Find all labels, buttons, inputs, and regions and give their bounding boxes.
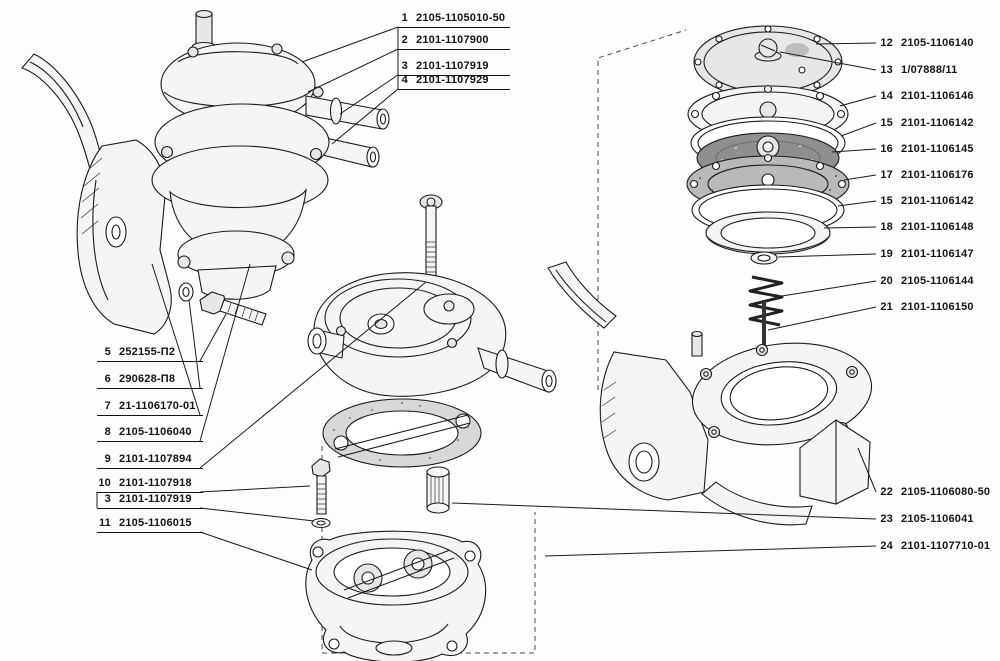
callout-item-16: 16 2101-1106145 [878, 143, 974, 156]
callout-item-23: 23 2105-1106041 [878, 513, 974, 526]
part-number: 2101-1106150 [901, 301, 974, 313]
callout-item-5: 5 252155-П2 [97, 346, 203, 362]
part-number: 2101-1106145 [901, 143, 974, 155]
part-number: 290628-П8 [119, 373, 176, 385]
callout-number: 8 [104, 426, 111, 438]
part-number: 1/07888/11 [901, 64, 958, 76]
upper-body-drawing [307, 194, 557, 397]
callout-number: 11 [98, 517, 111, 529]
callout-number: 4 [401, 74, 408, 86]
callout-number: 22 [880, 486, 893, 498]
callout-item-4: 4 2101-1107929 [398, 74, 510, 90]
part-number: 2105-1106140 [901, 37, 974, 49]
washer-drawing [178, 282, 194, 302]
callout-item-13: 13 1/07888/11 [878, 64, 957, 77]
part-number: 2105-1106080-50 [901, 486, 991, 498]
diaphragm-stack-drawing [686, 25, 850, 362]
part-number: 2101-1106147 [901, 248, 974, 260]
callout-item-8: 8 2105-1106040 [97, 426, 203, 442]
part-number: 2101-1107894 [119, 453, 192, 465]
callout-number: 13 [880, 64, 893, 76]
callout-item-12: 12 2105-1106140 [878, 37, 974, 50]
bolt-drawing [199, 291, 267, 326]
gasket-texture [333, 402, 469, 461]
callout-item-14: 14 2101-1106146 [878, 90, 974, 103]
callout-item-19: 19 2101-1106147 [878, 248, 974, 261]
callout-number: 12 [880, 37, 893, 49]
part-number: 2101-1107710-01 [901, 540, 991, 552]
part-number: 2101-1107919 [416, 60, 489, 72]
part-number: 2101-1106148 [901, 221, 974, 233]
callout-item-7: 7 21-1106170-01 [97, 400, 203, 416]
callout-number: 7 [104, 400, 111, 412]
leader-lines [96, 26, 877, 571]
callout-item-22: 22 2105-1106080-50 [878, 486, 990, 499]
part-number: 2101-1107919 [119, 493, 192, 505]
part-number: 2101-1107900 [416, 34, 489, 46]
callout-item-21: 21 2101-1106150 [878, 301, 974, 314]
part-number: 2105-1106040 [119, 426, 192, 438]
lower-housing-assembly-drawing [547, 261, 873, 526]
callout-number: 3 [104, 493, 111, 505]
callout-item-18: 18 2101-1106148 [878, 221, 974, 234]
callout-item-11: 11 2105-1106015 [97, 517, 203, 533]
part-number: 2105-1106144 [901, 275, 974, 287]
callout-number: 18 [880, 221, 893, 233]
callout-number: 1 [401, 12, 408, 24]
valve-fitting-drawing [426, 466, 450, 514]
part-number: 2101-1107929 [416, 74, 489, 86]
gasket-drawing [322, 398, 482, 468]
callout-number: 6 [104, 373, 111, 385]
screw-and-washer-drawing [311, 458, 331, 529]
callout-item-3: 3 2101-1107919 [398, 60, 510, 76]
part-number: 2101-1106176 [901, 169, 974, 181]
callout-number: 5 [104, 346, 111, 358]
callout-number: 24 [880, 540, 893, 552]
callout-number: 3 [401, 60, 408, 72]
part-number: 2105-1106015 [119, 517, 192, 529]
small-washer-drawing [750, 251, 778, 265]
part-number: 2101-1106142 [901, 117, 974, 129]
callout-item-6: 6 290628-П8 [97, 373, 203, 389]
callout-number: 17 [880, 169, 893, 181]
callout-item-15b: 15 2101-1106142 [878, 195, 974, 208]
lower-body-drawing [305, 530, 487, 661]
callout-item-24: 24 2101-1107710-01 [878, 540, 990, 553]
spacer-ring-drawing [705, 211, 831, 255]
callout-number: 15 [880, 117, 893, 129]
pump-assembly-drawing [21, 9, 390, 335]
part-number: 21-1106170-01 [119, 400, 196, 412]
callout-item-1: 1 2105-1105010-50 [398, 12, 510, 28]
cover-screw-drawing [754, 38, 782, 62]
callout-item-10: 10 2101-1107918 [97, 477, 203, 493]
part-number: 2105-1105010-50 [416, 12, 506, 24]
callout-item-17: 17 2101-1106176 [878, 169, 974, 182]
callout-item-3b: 3 2101-1107919 [97, 493, 203, 509]
callout-number: 21 [880, 301, 893, 313]
callout-number: 23 [880, 513, 893, 525]
part-number: 2105-1106041 [901, 513, 974, 525]
part-number: 2101-1107918 [119, 477, 192, 489]
callout-item-20: 20 2105-1106144 [878, 275, 974, 288]
callout-number: 10 [98, 477, 111, 489]
part-number: 252155-П2 [119, 346, 176, 358]
callout-number: 9 [104, 453, 111, 465]
callout-item-15: 15 2101-1106142 [878, 117, 974, 130]
long-bolt-drawing [419, 194, 443, 283]
callout-number: 2 [401, 34, 408, 46]
part-number: 2101-1106142 [901, 195, 974, 207]
part-number: 2101-1106146 [901, 90, 974, 102]
callout-number: 15 [880, 195, 893, 207]
callout-number: 16 [880, 143, 893, 155]
callout-number: 14 [880, 90, 893, 102]
callout-item-2: 2 2101-1107900 [398, 34, 510, 50]
top-cover-drawing [693, 25, 843, 99]
callout-number: 20 [880, 275, 893, 287]
callout-number: 19 [880, 248, 893, 260]
callout-item-9: 9 2101-1107894 [97, 453, 203, 469]
